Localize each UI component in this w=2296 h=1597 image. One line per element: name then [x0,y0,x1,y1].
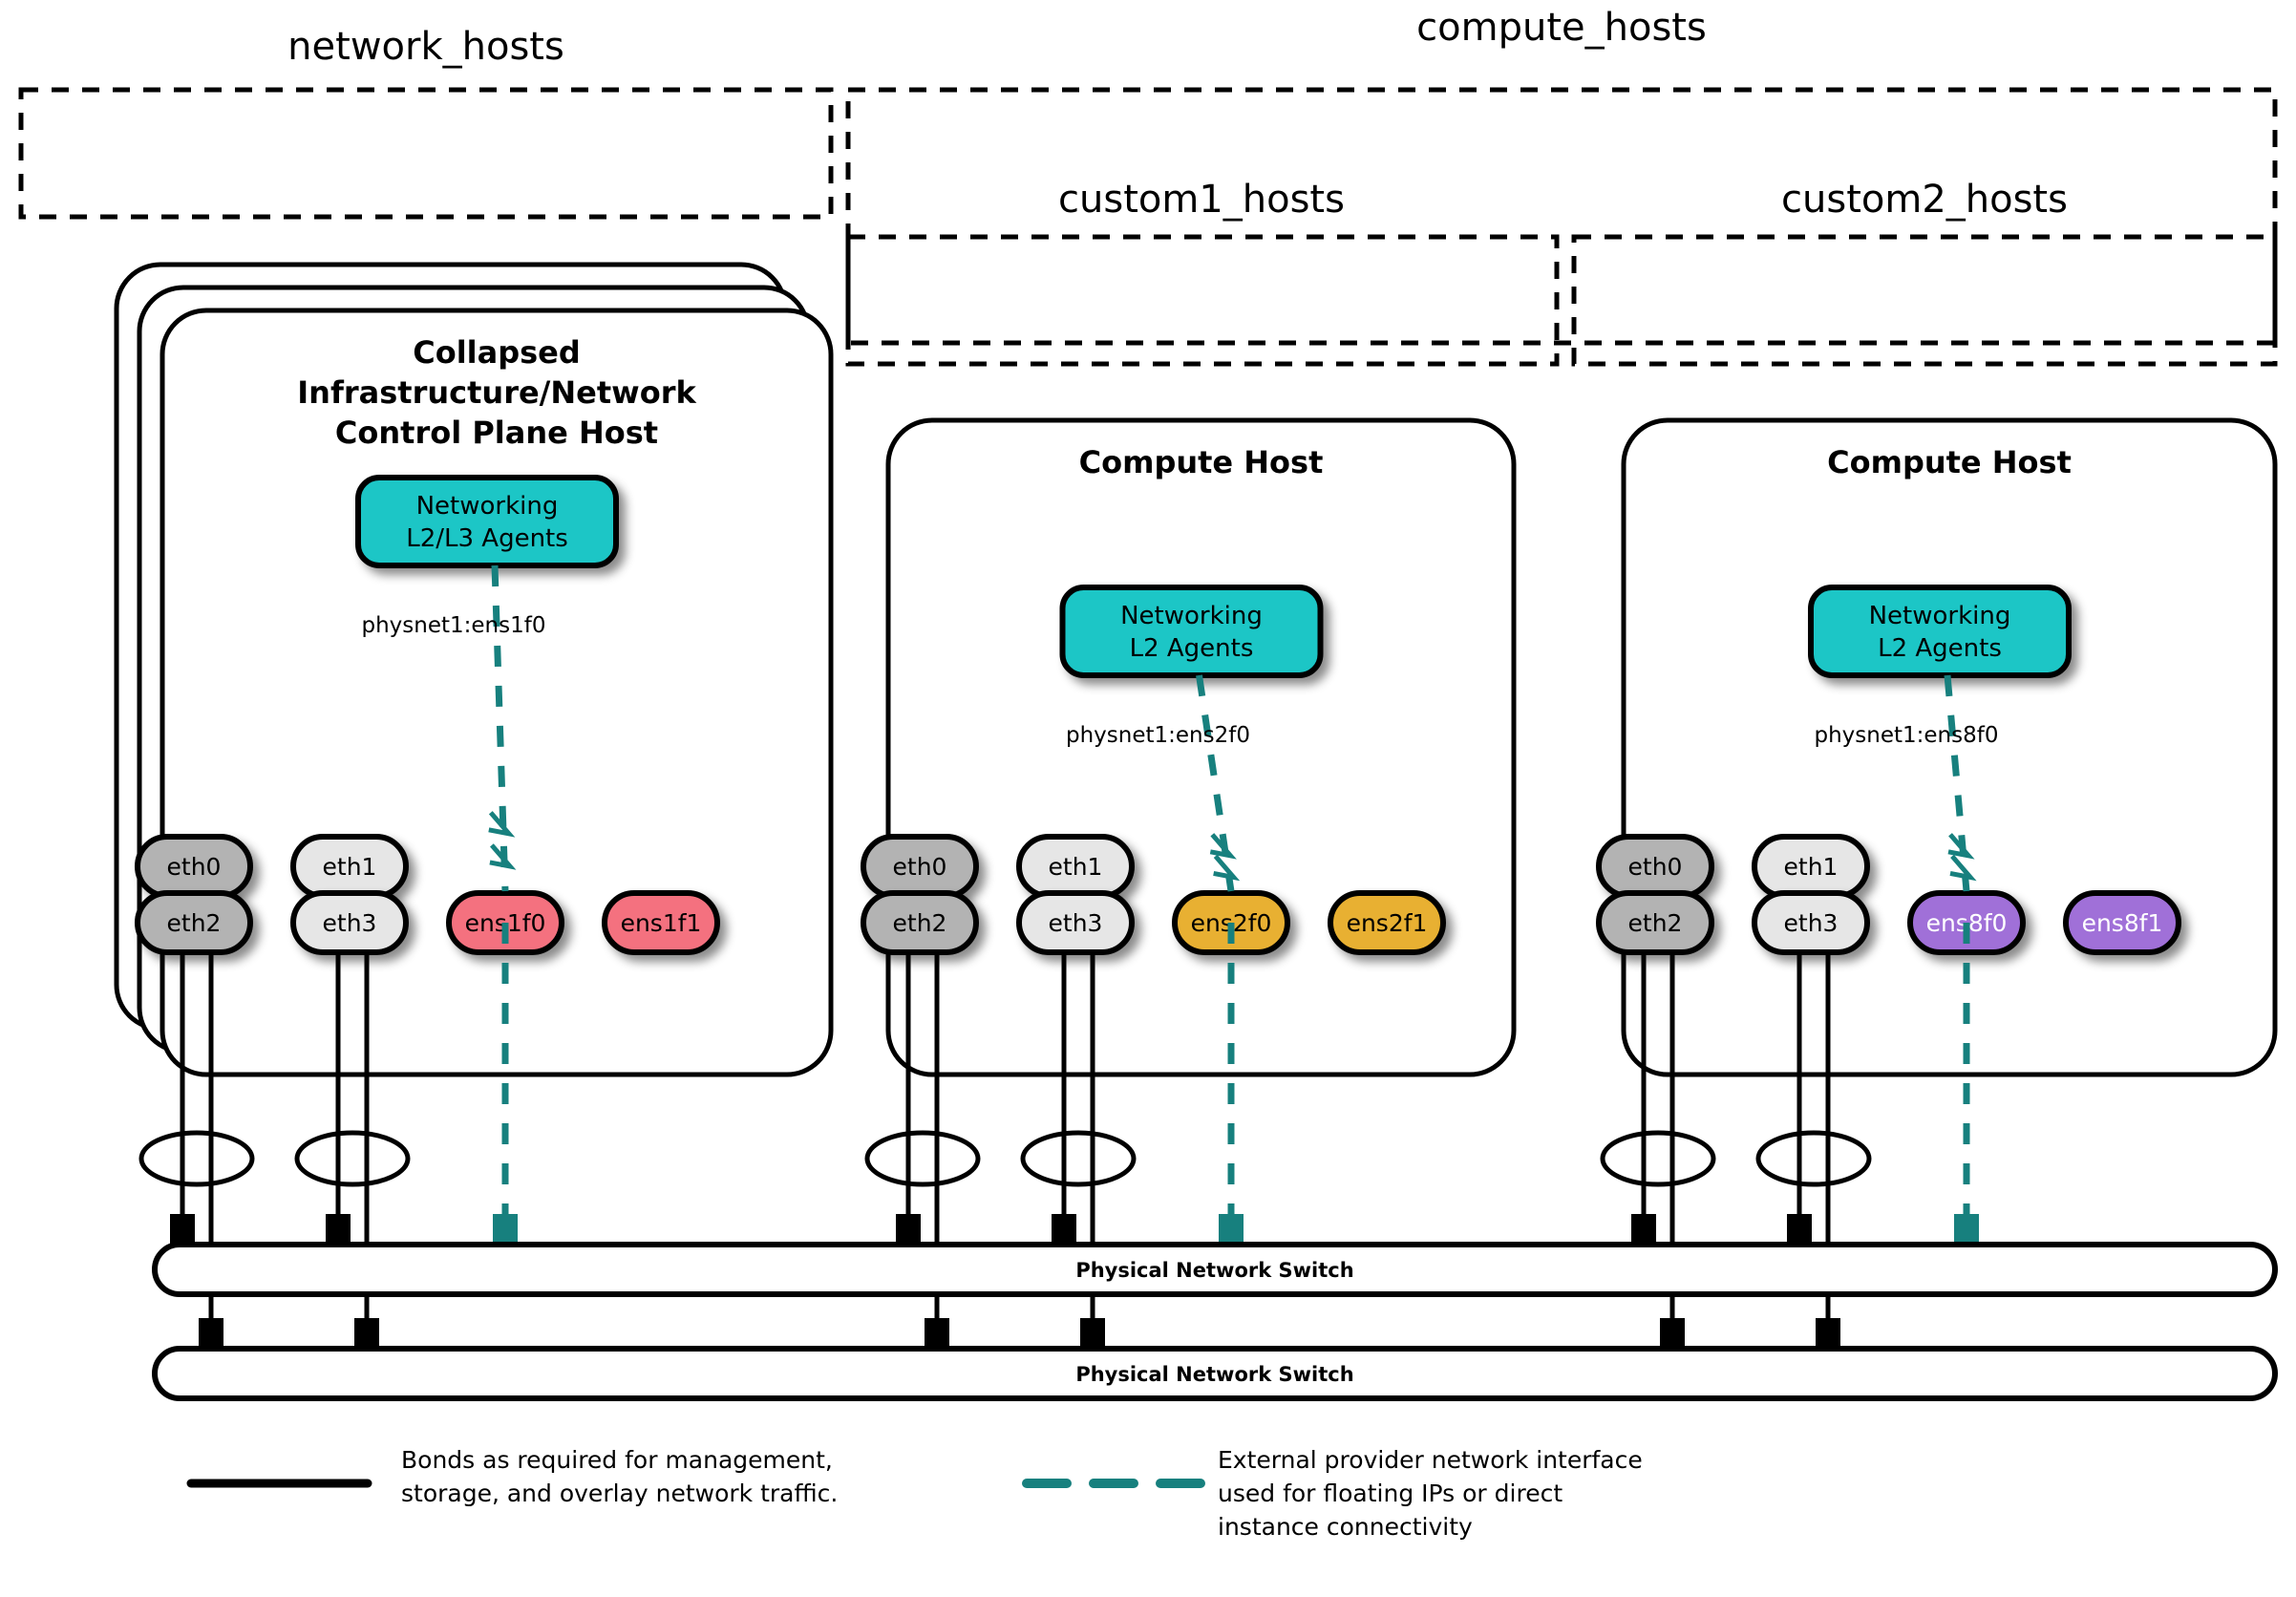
nic-label: eth0 [167,853,222,881]
agent-label-line: L2 Agents [1130,634,1254,663]
nic-label: eth2 [893,909,947,937]
switch-port-connector [896,1214,921,1246]
arrowhead-icon [488,811,516,838]
arrowhead-icon [1209,833,1237,860]
nic-eth3 [1016,890,1135,955]
bond-ellipse [1020,1130,1137,1187]
nic-eth2 [861,890,979,955]
nic-label: eth2 [1628,909,1683,937]
nic-ens2f1 [1328,890,1446,955]
nic-label: eth0 [1628,853,1683,881]
networking-agent-node [355,475,619,568]
nic-label: eth0 [893,853,947,881]
nic-label: eth3 [323,909,377,937]
switch-port-connector [354,1318,379,1351]
switch-port-connector [1631,1214,1656,1246]
switch-top [152,1242,2278,1297]
nic-eth3 [1752,890,1870,955]
agent-label-line: Networking [1869,602,2011,630]
switch-port-connector [925,1318,949,1351]
nic-eth3 [290,890,409,955]
group-box-compute_hosts [845,87,2278,346]
bond-ellipse [1755,1130,1872,1187]
host-title-line: Infrastructure/Network [297,374,696,411]
legend-text-line: External provider network interface [1218,1446,1643,1474]
agent-label-line: L2/L3 Agents [406,524,568,553]
provider-network-links: physnet1:ens1f0 physnet1:ens2f0 physnet1:e… [362,564,1999,1246]
switch-bottom-label: Physical Network Switch [1075,1363,1353,1386]
group-label-network_hosts: network_hosts [287,25,564,69]
host-group-boundaries [18,87,2278,367]
physnet-label: physnet1:ens2f0 [1066,723,1250,748]
physnet-label: physnet1:ens1f0 [362,613,546,638]
group-labels: network_hosts compute_hosts custom1_hosts c… [287,6,2068,222]
networking-agent-node [1059,585,1324,678]
legend-text-line: storage, and overlay network traffic. [401,1480,838,1507]
physnet-label: physnet1:ens8f0 [1815,723,1999,748]
switch-port-connector-provider [1219,1214,1244,1246]
switch-port-connector-provider [1954,1214,1979,1246]
nic-ens1f1 [602,890,720,955]
nic-label: eth2 [167,909,222,937]
bond-ellipse [294,1130,411,1187]
networking-agent-node [1808,585,2072,678]
arrowhead-icon [1213,854,1241,882]
arrowhead-icon [1947,833,1975,860]
switch-bottom [152,1346,2278,1401]
switch-port-connector [1816,1318,1840,1351]
agent-label-line: Networking [1120,602,1263,630]
nic-label: eth1 [1784,853,1839,881]
switch-port-connector [199,1318,223,1351]
switch-port-connector [1787,1214,1812,1246]
nic-label: eth3 [1784,909,1839,937]
nic-label: ens1f1 [621,909,702,937]
arrowhead-icon [1949,854,1977,882]
group-box-custom2_hosts [1571,234,2278,367]
switch-port-connector [1080,1318,1105,1351]
nic-label: ens2f1 [1347,909,1428,937]
bond-ellipse [138,1130,255,1187]
host-title-line: Collapsed [413,334,581,371]
host-title-line: Control Plane Host [335,415,658,451]
nic-label: eth1 [1049,853,1103,881]
group-label-custom1_hosts: custom1_hosts [1058,178,1345,222]
host-title-line: Compute Host [1827,444,2072,480]
switch-port-connector [170,1214,195,1246]
switch-port-connector [326,1214,351,1246]
switch-port-connector-provider [493,1214,518,1246]
nic-eth2 [135,890,253,955]
group-label-custom2_hosts: custom2_hosts [1781,178,2068,222]
group-label-compute_hosts: compute_hosts [1416,6,1707,50]
legend-text-line: used for floating IPs or direct [1218,1480,1563,1507]
nic-eth2 [1596,890,1714,955]
nic-label: eth1 [323,853,377,881]
legend-text-line: Bonds as required for management, [401,1446,833,1474]
provider-link-agent-to-nic [491,564,509,892]
bond-ellipse [1600,1130,1716,1187]
switch-port-connector [1052,1214,1076,1246]
nic-label: ens8f1 [2082,909,2163,937]
legend-text-line: instance connectivity [1218,1513,1473,1541]
nic-ens8f1 [2063,890,2181,955]
legend: Bonds as required for management, storage… [186,1446,1643,1541]
host-title-line: Compute Host [1079,444,1324,480]
switch-port-connector [1660,1318,1685,1351]
agent-label-line: L2 Agents [1878,634,2002,663]
switch-top-label: Physical Network Switch [1075,1259,1353,1282]
group-box-custom1_hosts [845,234,1560,367]
arrowhead-icon [489,843,517,870]
nic-label: eth3 [1049,909,1103,937]
group-box-network_hosts [18,87,834,220]
bond-ellipse [864,1130,981,1187]
agent-label-line: Networking [416,492,559,521]
